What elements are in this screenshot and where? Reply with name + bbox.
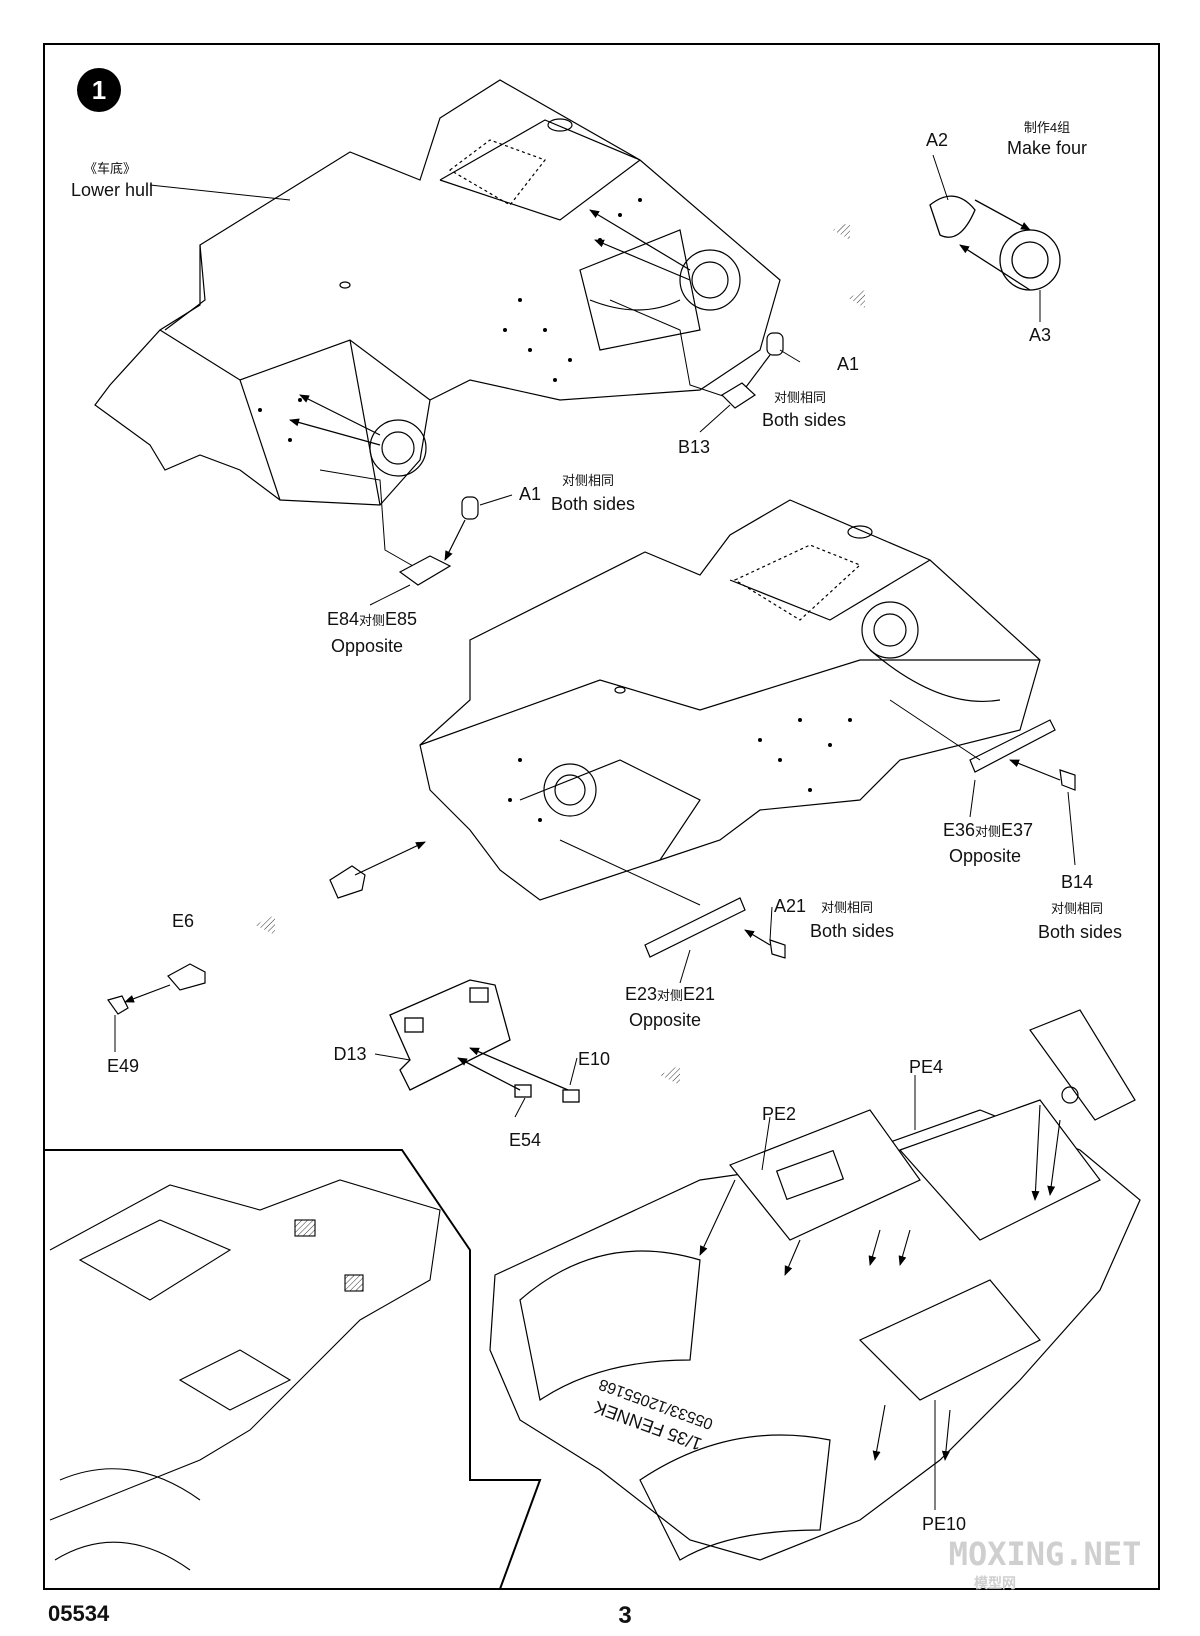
label-both-sides-b14-cn: 对侧相同 <box>1051 901 1103 916</box>
watermark-line1: MOXING.NET <box>949 1535 1142 1573</box>
callout-labels: 《车底》 Lower hull A2 制作4组 Make four A3 A1 … <box>71 120 1122 1534</box>
middle-hull-rivets <box>508 718 852 822</box>
label-lower-hull: Lower hull <box>71 180 153 200</box>
watermark-line2: 模型网 <box>974 1575 1016 1592</box>
label-a2: A2 <box>926 130 948 150</box>
label-both-sides-a21: Both sides <box>810 921 894 941</box>
label-pe4: PE4 <box>909 1057 943 1077</box>
label-a3: A3 <box>1029 325 1051 345</box>
label-opposite-e36: Opposite <box>949 846 1021 866</box>
label-e10: E10 <box>578 1049 610 1069</box>
part-e36-e37-rod <box>889 699 1076 791</box>
part-e23-e21-rod <box>559 839 786 959</box>
hatch-arrows <box>255 222 865 1085</box>
label-both-sides-a21-cn: 对侧相同 <box>821 900 873 915</box>
part-a2-a3-hub <box>929 195 1061 291</box>
label-make-four-cn: 制作4组 <box>1024 120 1070 135</box>
part-connector-block <box>329 841 426 899</box>
label-make-four: Make four <box>1007 138 1087 158</box>
label-both-sides-mid-cn: 对侧相同 <box>562 473 614 488</box>
label-e6: E6 <box>172 911 194 931</box>
label-e49: E49 <box>107 1056 139 1076</box>
label-both-sides-b14: Both sides <box>1038 922 1122 942</box>
label-both-sides-top-cn: 对侧相同 <box>774 390 826 405</box>
label-opposite-e23: Opposite <box>629 1010 701 1030</box>
part-e6-e49 <box>107 963 206 1052</box>
label-e36-e37: E36对侧E37 <box>943 820 1033 840</box>
inset-detail <box>43 1149 542 1590</box>
label-b14: B14 <box>1061 872 1093 892</box>
part-a1-mid <box>398 496 479 586</box>
label-a1-mid: A1 <box>519 484 541 504</box>
hull-stamp: 1/35 FENNEK 05533/12055168 <box>591 1375 715 1454</box>
part-d13-panel <box>389 979 580 1103</box>
label-both-sides-top: Both sides <box>762 410 846 430</box>
leader-lines <box>149 154 1076 1510</box>
label-opposite-e84: Opposite <box>331 636 403 656</box>
label-d13: D13 <box>333 1044 366 1064</box>
label-lower-hull-cn: 《车底》 <box>84 161 136 176</box>
label-a21: A21 <box>774 896 806 916</box>
label-pe10: PE10 <box>922 1514 966 1534</box>
step-badge: 1 <box>77 68 121 112</box>
label-e84-e85: E84对侧E85 <box>327 609 417 629</box>
label-both-sides-mid: Both sides <box>551 494 635 514</box>
label-e23-e21: E23对侧E21 <box>625 984 715 1004</box>
label-a1-top: A1 <box>837 354 859 374</box>
upper-hull-drawing <box>94 79 781 506</box>
page-number: 3 <box>618 1602 631 1629</box>
label-e54: E54 <box>509 1130 541 1150</box>
middle-hull-drawing <box>419 499 1041 901</box>
part-a1-top <box>721 332 784 409</box>
label-b13: B13 <box>678 437 710 457</box>
bottom-hull-drawing <box>489 1009 1141 1561</box>
catalog-number: 05534 <box>48 1601 110 1626</box>
label-pe2: PE2 <box>762 1104 796 1124</box>
step-number: 1 <box>92 75 106 105</box>
upper-hull-rivets <box>258 198 642 442</box>
bottom-pe-arrows <box>699 1104 1061 1461</box>
page-frame <box>43 43 1160 1590</box>
upper-assembly-arrows <box>289 209 771 571</box>
watermark: MOXING.NET 模型网 <box>949 1535 1142 1592</box>
